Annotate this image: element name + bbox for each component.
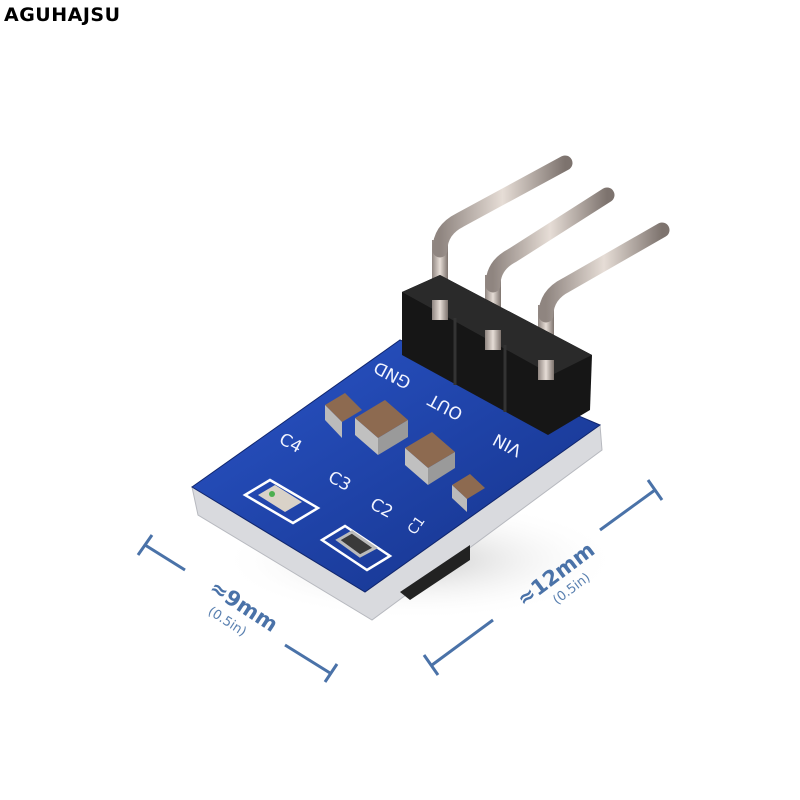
width-dimension [136, 534, 339, 683]
resistor [319, 524, 393, 572]
length-dimension [422, 479, 664, 676]
pin-header [402, 155, 670, 435]
underside-component [400, 545, 470, 600]
capacitor-c2 [405, 432, 455, 485]
power-led [242, 478, 321, 525]
capacitor-c4 [325, 393, 362, 438]
capacitor-c3 [355, 400, 408, 455]
capacitor-c1 [452, 474, 485, 512]
brand-watermark: AGUHAJSU [4, 4, 121, 26]
